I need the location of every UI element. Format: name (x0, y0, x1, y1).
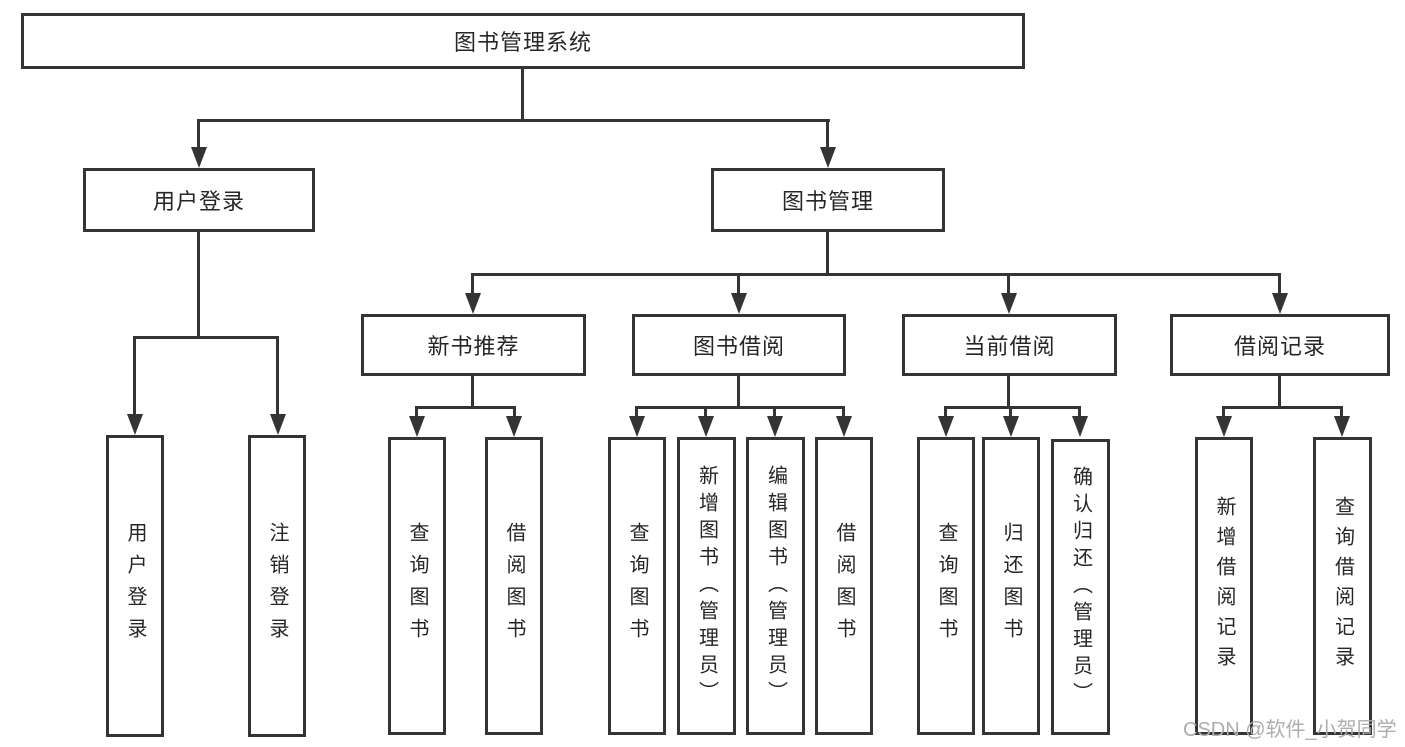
connector-user-login-arm (276, 336, 279, 416)
connector-current-bar (944, 406, 1081, 409)
node-confirm-return-admin: 确认归还（管理员） (1051, 439, 1110, 735)
connector-user-login-bar (133, 336, 279, 339)
connector-records-arm (1340, 406, 1343, 419)
connector-current-arm (1009, 406, 1012, 419)
node-new-book-recommendation-label: 新书推荐 (427, 334, 520, 359)
arrowhead-down-icon (127, 414, 143, 435)
connector-records-arm (1222, 406, 1225, 419)
node-query-books-current-label: 查询图书 (935, 522, 957, 650)
connector-book-mgmt-bar (471, 273, 1281, 276)
connector-root-arm-right (826, 119, 829, 150)
node-borrowing-records: 借阅记录 (1170, 314, 1390, 376)
arrowhead-down-icon (1334, 416, 1350, 437)
node-borrow-books-leaf-label: 借阅图书 (833, 522, 855, 650)
arrowhead-down-icon (938, 416, 954, 437)
connector-root-bar (197, 119, 830, 122)
connector-records-bar (1222, 406, 1343, 409)
arrowhead-down-icon (698, 416, 714, 437)
arrowhead-down-icon (1272, 293, 1288, 314)
connector-recommend-arm (513, 406, 516, 419)
connector-recommend-stem (471, 373, 474, 409)
node-query-books-borrowing-label: 查询图书 (626, 522, 648, 650)
node-query-books-recommend-label: 查询图书 (406, 522, 428, 650)
node-current-borrowing: 当前借阅 (902, 314, 1117, 376)
arrowhead-down-icon (191, 147, 207, 168)
arrowhead-down-icon (820, 147, 836, 168)
node-borrowing-records-label: 借阅记录 (1233, 334, 1326, 359)
connector-borrowing-arm (773, 406, 776, 419)
node-query-borrow-record: 查询借阅记录 (1313, 437, 1372, 735)
node-book-management: 图书管理 (711, 168, 945, 232)
node-new-book-recommendation: 新书推荐 (361, 314, 586, 376)
connector-recommend-bar (415, 406, 516, 409)
node-current-borrowing-label: 当前借阅 (963, 334, 1056, 359)
connector-book-mgmt-arm (471, 273, 474, 296)
node-library-system: 图书管理系统 (21, 13, 1025, 69)
node-book-borrowing: 图书借阅 (632, 314, 846, 376)
watermark-text: CSDN @软件_小贺同学 (1183, 719, 1397, 741)
node-query-borrow-record-label: 查询借阅记录 (1331, 496, 1354, 676)
node-borrow-books-leaf: 借阅图书 (815, 437, 873, 735)
arrowhead-down-icon (767, 416, 783, 437)
connector-book-mgmt-arm (1278, 273, 1281, 296)
connector-book-mgmt-arm (1007, 273, 1010, 296)
node-return-books-label: 归还图书 (1000, 522, 1022, 650)
node-query-books-current: 查询图书 (917, 437, 975, 735)
arrowhead-down-icon (836, 416, 852, 437)
connector-borrowing-arm (842, 406, 845, 419)
node-logout-leaf-label: 注销登录 (266, 522, 288, 650)
connector-book-mgmt-arm (737, 273, 740, 296)
connector-user-login-stem (197, 230, 200, 339)
connector-borrowing-arm (635, 406, 638, 419)
node-confirm-return-admin-label: 确认归还（管理员） (1069, 465, 1092, 709)
connector-current-arm (944, 406, 947, 419)
arrowhead-down-icon (270, 414, 286, 435)
node-add-borrow-record-label: 新增借阅记录 (1213, 496, 1235, 676)
connector-borrowing-arm (704, 406, 707, 419)
node-borrow-books-recommend-label: 借阅图书 (503, 522, 525, 650)
arrowhead-down-icon (731, 293, 747, 314)
node-library-system-label: 图书管理系统 (453, 30, 592, 55)
connector-root-arm-left (197, 119, 200, 150)
connector-current-arm (1078, 406, 1081, 419)
node-query-books-borrowing: 查询图书 (608, 437, 666, 735)
node-query-books-recommend: 查询图书 (388, 437, 446, 735)
node-book-management-label: 图书管理 (781, 189, 874, 214)
node-edit-books-admin: 编辑图书（管理员） (746, 437, 805, 735)
node-logout-leaf: 注销登录 (248, 435, 306, 737)
node-return-books: 归还图书 (982, 437, 1040, 735)
arrowhead-down-icon (629, 416, 645, 437)
arrowhead-down-icon (1001, 293, 1017, 314)
connector-records-stem (1278, 373, 1281, 409)
node-add-borrow-record: 新增借阅记录 (1195, 437, 1253, 735)
connector-borrowing-bar (635, 406, 845, 409)
connector-borrowing-stem (737, 373, 740, 409)
node-add-books-admin-label: 新增图书（管理员） (695, 464, 718, 708)
node-user-login: 用户登录 (83, 168, 315, 232)
node-user-login-leaf-label: 用户登录 (124, 522, 146, 650)
connector-root-stem (521, 66, 524, 122)
node-borrow-books-recommend: 借阅图书 (485, 437, 543, 735)
connector-user-login-arm (133, 336, 136, 416)
node-add-books-admin: 新增图书（管理员） (677, 437, 736, 735)
node-edit-books-admin-label: 编辑图书（管理员） (764, 464, 787, 708)
arrowhead-down-icon (409, 416, 425, 437)
node-book-borrowing-label: 图书借阅 (692, 334, 785, 359)
arrowhead-down-icon (1072, 416, 1088, 437)
connector-current-stem (1007, 373, 1010, 409)
connector-recommend-arm (415, 406, 418, 419)
node-user-login-label: 用户登录 (152, 189, 245, 214)
node-user-login-leaf: 用户登录 (106, 435, 164, 737)
arrowhead-down-icon (465, 293, 481, 314)
arrowhead-down-icon (1216, 416, 1232, 437)
arrowhead-down-icon (1003, 416, 1019, 437)
connector-book-mgmt-stem (826, 230, 829, 276)
arrowhead-down-icon (506, 416, 522, 437)
